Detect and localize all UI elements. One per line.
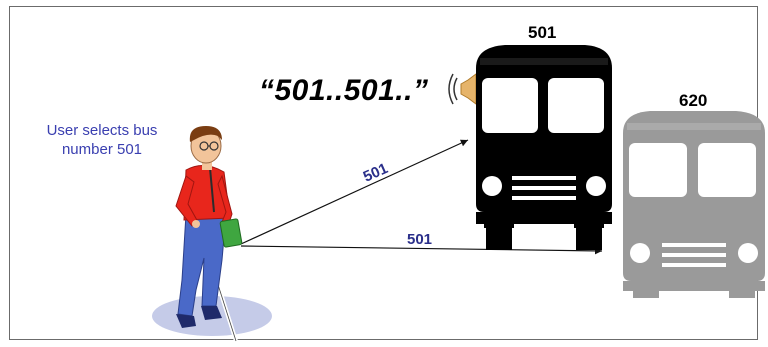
bus-icon — [476, 45, 612, 250]
handheld-device — [219, 218, 243, 248]
upper-arrow-label: 501 — [361, 160, 391, 186]
bus-number-620: 620 — [679, 91, 708, 110]
arrow-to-bus-620 — [240, 245, 603, 255]
speaker-icon — [448, 73, 477, 105]
bus-number-501: 501 — [528, 23, 557, 42]
user-caption-line1: User selects bus — [46, 122, 158, 139]
person-figure — [175, 126, 243, 342]
user-caption: User selects bus number 501 — [22, 121, 182, 159]
lower-arrow-label: 501 — [407, 231, 432, 248]
bus-icon — [623, 111, 765, 298]
arrow-to-bus-501 — [240, 139, 469, 245]
user-caption-line2: number 501 — [61, 141, 143, 158]
speech-announcement: “501..501..” — [259, 74, 429, 107]
